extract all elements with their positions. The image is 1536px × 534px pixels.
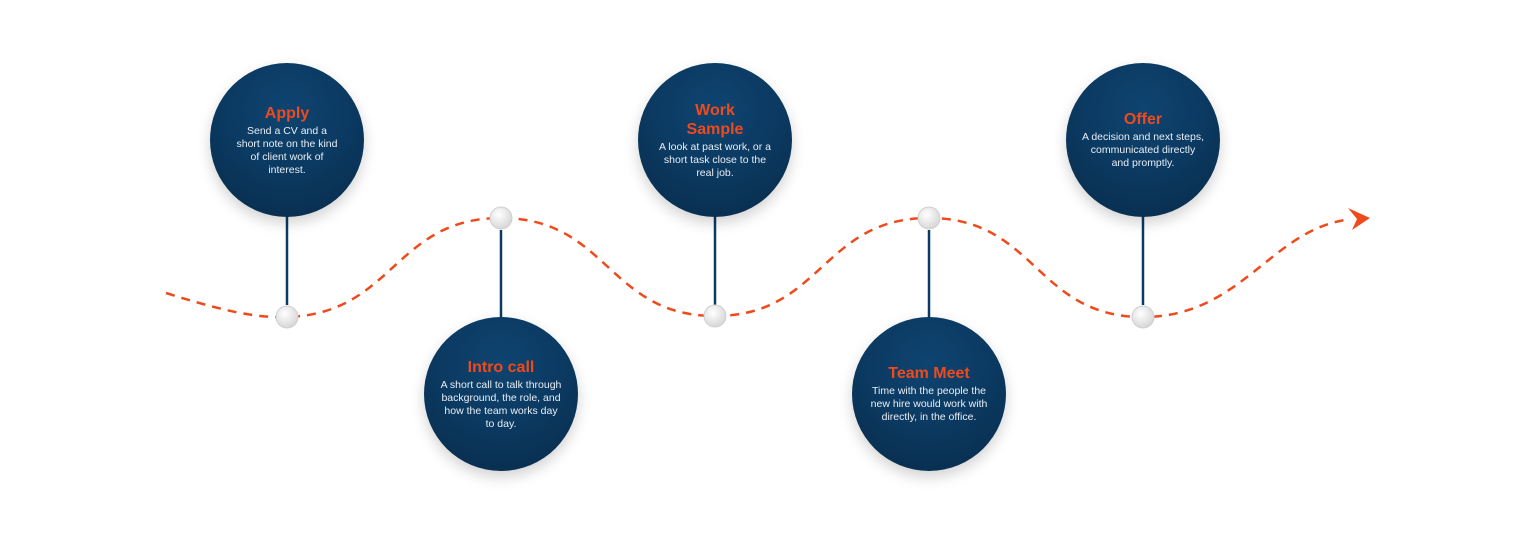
node-offer xyxy=(1131,305,1155,329)
node-work-sample xyxy=(703,304,727,328)
step-description: Time with the people the new hire would … xyxy=(870,385,988,423)
node-team-meet xyxy=(917,206,941,230)
step-apply: Apply Send a CV and a short note on the … xyxy=(210,63,364,217)
step-description: Send a CV and a short note on the kind o… xyxy=(236,124,338,176)
step-title: Apply xyxy=(264,104,310,122)
step-team-meet: Team Meet Time with the people the new h… xyxy=(852,317,1006,471)
step-description: A look at past work, or a short task clo… xyxy=(658,140,772,179)
step-description: A short call to talk through background,… xyxy=(440,378,562,430)
step-intro-call: Intro call A short call to talk through … xyxy=(424,317,578,471)
step-work-sample: Work Sample A look at past work, or a sh… xyxy=(638,63,792,217)
arrow-head-icon xyxy=(1348,208,1370,230)
node-intro-call xyxy=(489,206,513,230)
node-apply xyxy=(275,305,299,329)
step-title: Intro call xyxy=(467,358,535,376)
step-title: Work Sample xyxy=(686,101,744,138)
step-title: Team Meet xyxy=(888,365,970,382)
step-offer: Offer A decision and next steps, communi… xyxy=(1066,63,1220,217)
step-description: A decision and next steps, communicated … xyxy=(1082,131,1204,169)
dashed-wave-path xyxy=(165,216,1346,319)
step-title: Offer xyxy=(1123,111,1163,128)
